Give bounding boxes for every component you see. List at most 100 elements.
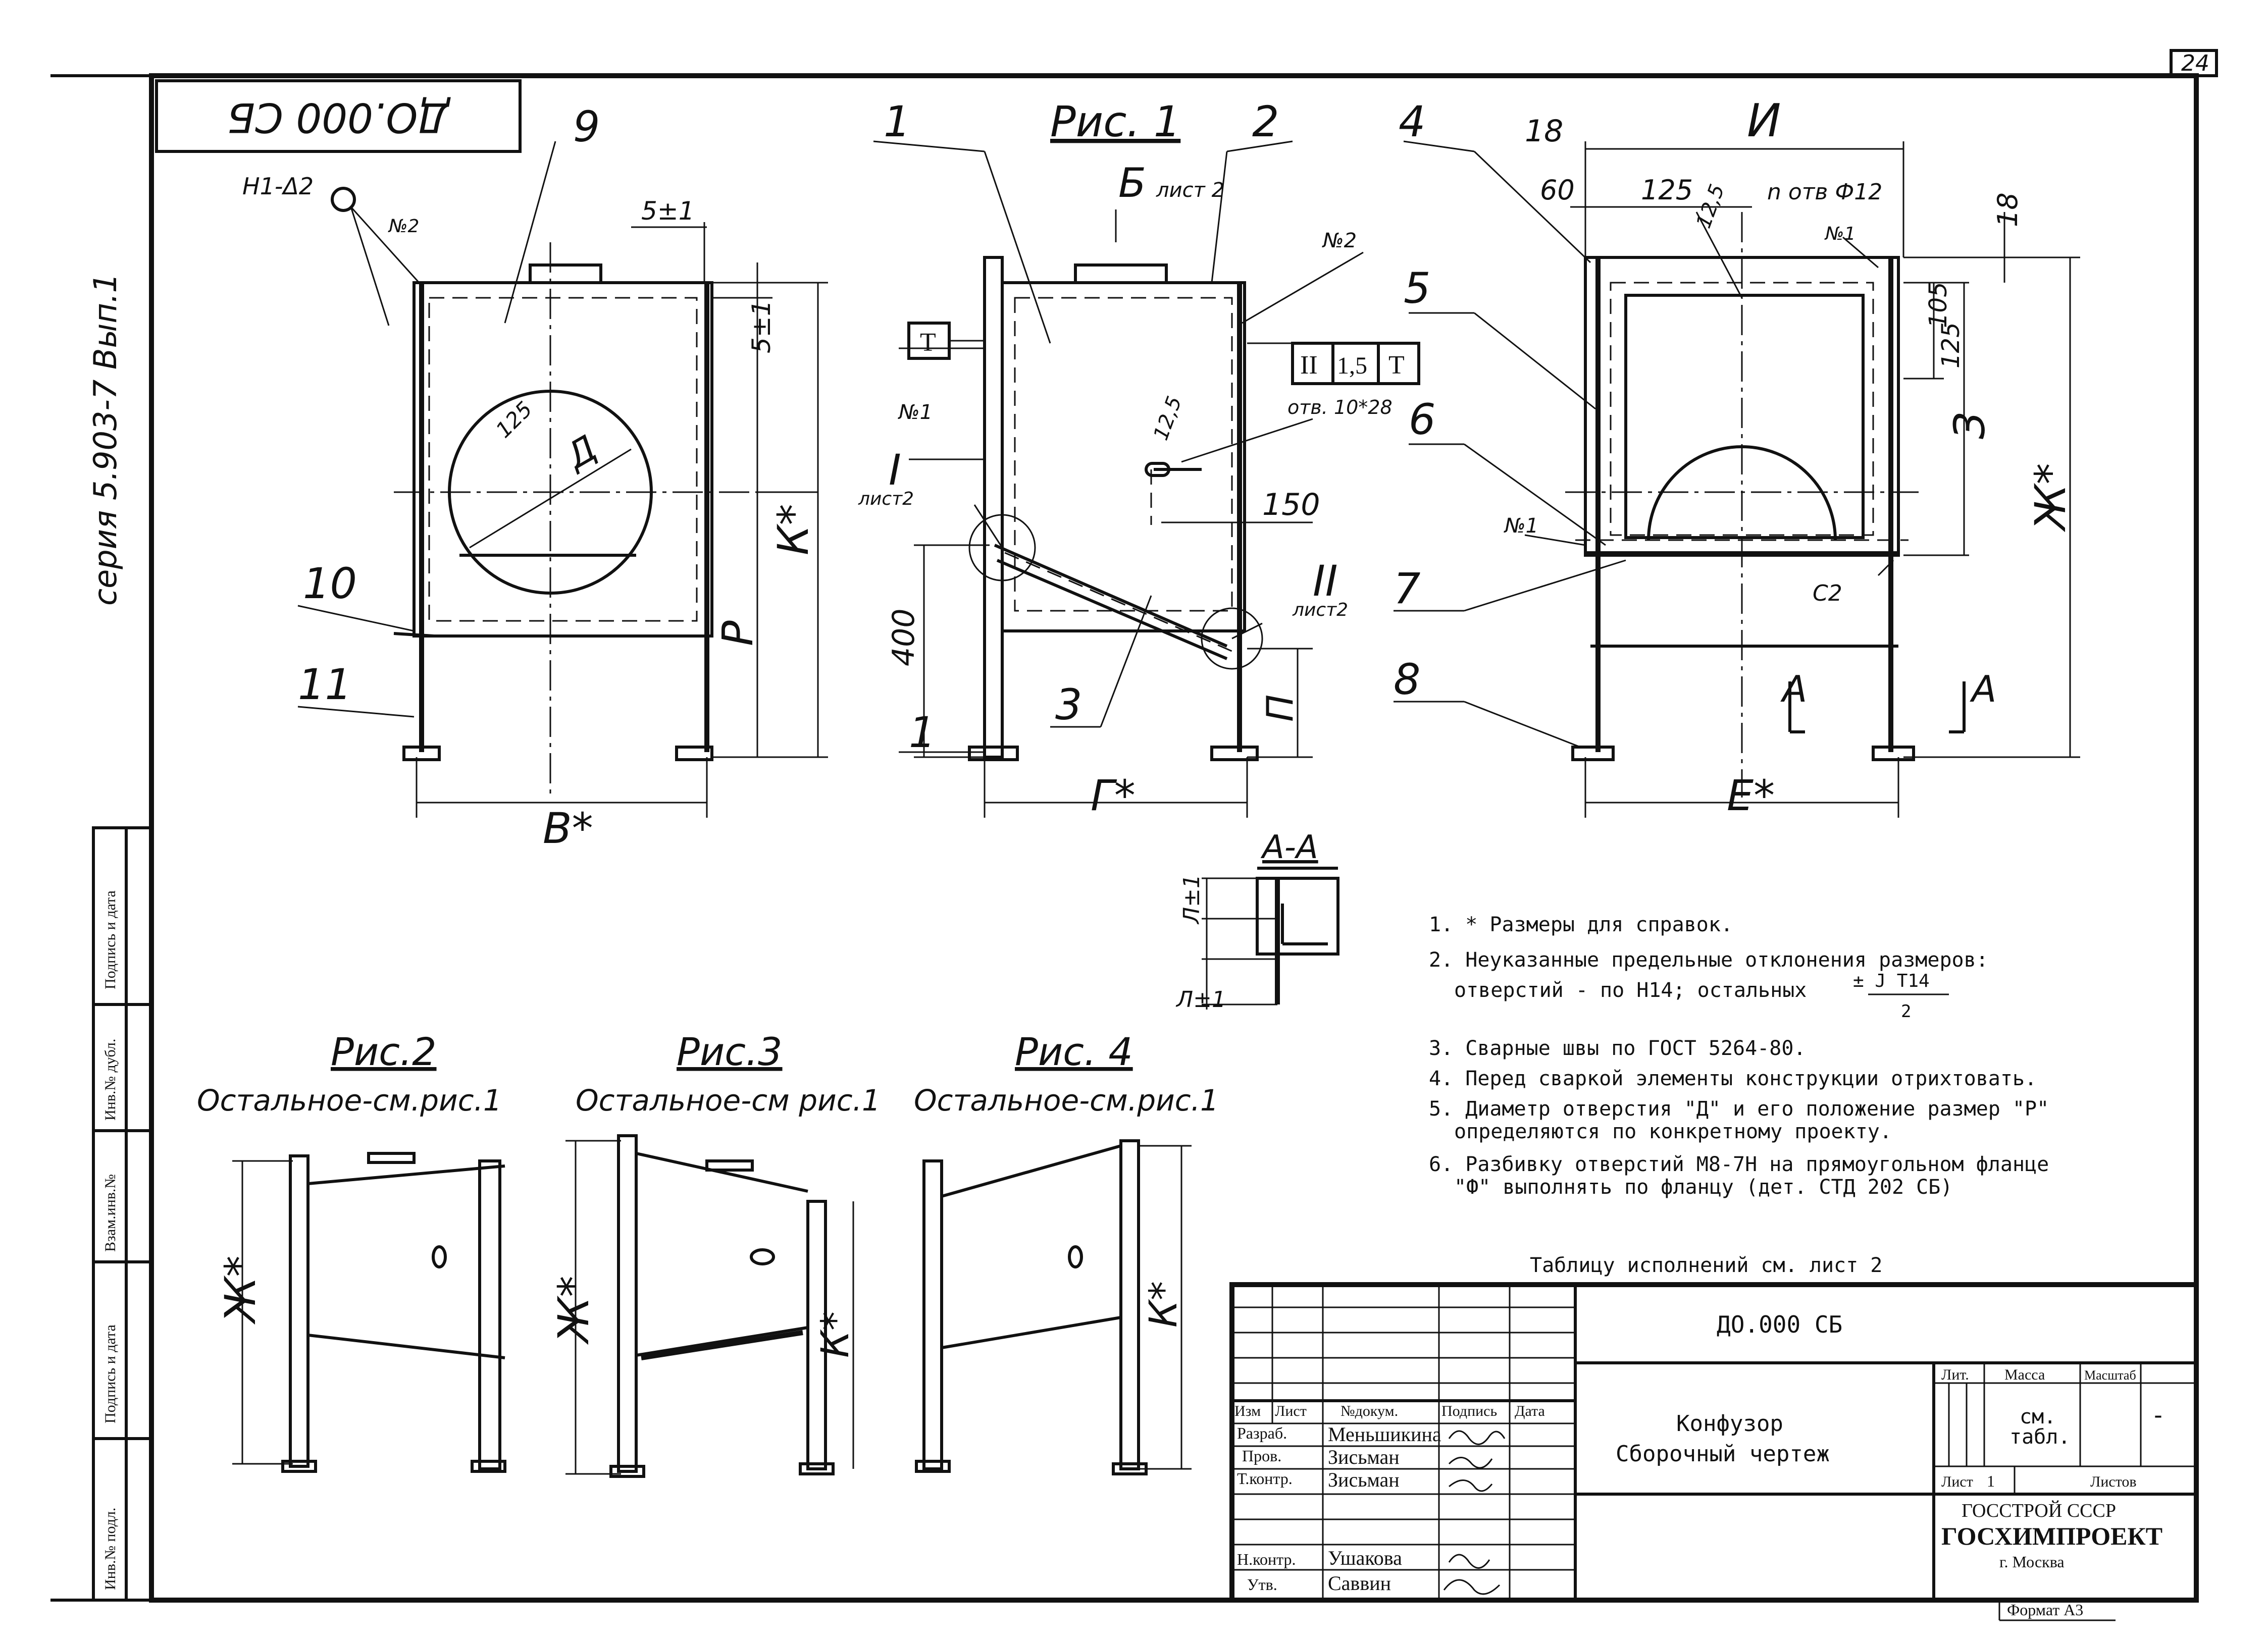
tb-scale-value: -: [2151, 1401, 2166, 1429]
dim-18a: 18: [1525, 114, 1563, 149]
tb-name-line2: Сборочный чертеж: [1616, 1441, 1830, 1467]
doc-code-stamp-text: ДО.000 СБ: [227, 94, 451, 141]
tb-header-sign: Подпись: [1441, 1403, 1497, 1419]
tb-header-list: Лист: [1275, 1403, 1307, 1419]
dim-v: В*: [543, 804, 593, 853]
note-2d: 2: [1901, 1001, 1911, 1022]
tb-name-razrab: Меньшикина: [1328, 1423, 1441, 1446]
note-5b: определяются по конкретному проекту.: [1454, 1120, 1892, 1143]
note-6b: "Ф" выполнять по фланцу (дет. СТД 202 СБ…: [1454, 1176, 1952, 1199]
strip-label-5: Инв.№ подл.: [102, 1508, 119, 1590]
tb-name-nkontr: Ушакова: [1328, 1547, 1402, 1569]
dim-r12-5-mid: 12,5: [1149, 393, 1187, 443]
dim-tol-5b: 5±1: [747, 300, 776, 353]
fig2-dim-zh: Ж*: [216, 1256, 265, 1325]
note-1: 1. * Размеры для справок.: [1429, 913, 1733, 936]
callout-4: 4: [1399, 97, 1425, 146]
tb-col-mass: Масса: [2004, 1366, 2045, 1383]
fig3-dim-k: К*: [812, 1311, 857, 1358]
strip-label-1: Подпись и дата: [102, 890, 119, 989]
dim-125-top: 125: [1641, 174, 1693, 206]
note-4: 4. Перед сваркой элементы конструкции от…: [1429, 1067, 2037, 1090]
dim-zh: Ж*: [2026, 463, 2075, 533]
tb-org2: ГОСХИМПРОЕКТ: [1941, 1522, 2162, 1550]
strip-label-2: Инв.№ дубл.: [102, 1039, 119, 1121]
dim-60: 60: [1540, 174, 1575, 206]
fig1-right-view: [1394, 140, 2080, 818]
weld-frame-b: 1,5: [1337, 352, 1367, 379]
section-a-a: [1202, 867, 1339, 1010]
tb-role-razrab: Разраб.: [1237, 1424, 1287, 1442]
tb-role-utv: Утв.: [1247, 1575, 1277, 1594]
notes-block: 1. * Размеры для справок. 2. Неуказанные…: [1429, 913, 2049, 1199]
fig1-left-view: [297, 141, 828, 818]
tb-sheets-label: Листов: [2090, 1473, 2137, 1490]
fig2-title: Рис.2: [331, 1029, 437, 1074]
weld-frame-box: [1291, 342, 1420, 385]
weld-frame-c: T: [1388, 351, 1405, 380]
tb-col-scale: Масштаб: [2084, 1368, 2136, 1383]
signature-scribbles: [1443, 1430, 1506, 1595]
fig2-note: Остальное-см.рис.1: [197, 1083, 502, 1118]
tb-header-doc: №докум.: [1341, 1403, 1398, 1419]
fig2-view: [232, 1152, 506, 1473]
callout-7: 7: [1394, 564, 1420, 613]
fig3-dim-zh: Ж*: [549, 1276, 598, 1345]
callout-6: 6: [1409, 395, 1435, 444]
callout-8: 8: [1394, 655, 1420, 704]
weld-box-t: [907, 322, 985, 360]
dim-p: П: [1259, 695, 1301, 722]
tb-name-line1: Конфузор: [1676, 1411, 1783, 1437]
fig4-dim-k: К*: [1141, 1281, 1185, 1328]
tb-name-utv: Саввин: [1328, 1572, 1391, 1595]
dim-18b: 18: [1992, 192, 2024, 227]
view-b-label: Б: [1118, 160, 1146, 206]
note-5a: 5. Диаметр отверстия "Д" и его положение…: [1429, 1097, 2049, 1121]
note-3: 3. Сварные швы по ГОСТ 5264-80.: [1429, 1037, 1806, 1060]
fig3-note: Остальное-см рис.1: [576, 1083, 881, 1118]
tb-sheet-no: 1: [1987, 1472, 1995, 1490]
weld-mark-n2-mid: №2: [1322, 229, 1357, 252]
dim-d150: 150: [1262, 487, 1320, 522]
dim-holes: n отв Ф12: [1767, 179, 1882, 205]
dim-105: 105: [1924, 282, 1952, 328]
ref-1-sheet: лист2: [858, 489, 914, 509]
dim-r125: 125: [491, 397, 537, 443]
dim-i: И: [1747, 94, 1781, 147]
weld-mark-n1-mid: №1: [898, 401, 933, 424]
weld-mark-c2: С2: [1813, 580, 1842, 606]
fig3-view: [565, 1134, 854, 1478]
callout-1: 1: [884, 97, 910, 146]
dim-tol-5a: 5±1: [641, 196, 695, 226]
tb-sheet-label: Лист: [1941, 1473, 1973, 1490]
tb-role-nkontr: Н.контр.: [1237, 1550, 1296, 1568]
tb-doc-code: ДО.000 СБ: [1717, 1311, 1842, 1338]
tb-header-date: Дата: [1515, 1403, 1545, 1419]
section-tol-2: Л±1: [1175, 987, 1226, 1013]
title-block: [1229, 1282, 2199, 1621]
section-mark-a-left: А: [1780, 668, 1807, 710]
strip-label-3: Взам.инв.№: [102, 1174, 119, 1252]
fig4-title: Рис. 4: [1015, 1029, 1133, 1074]
weld-box-t-text: T: [920, 328, 936, 357]
table-ref: Таблицу исполнений см. лист 2: [1530, 1254, 1882, 1277]
callout-9: 9: [573, 102, 600, 151]
callout-11: 11: [298, 660, 352, 709]
weld-frame-a: II: [1300, 351, 1318, 380]
section-title: А-А: [1260, 829, 1318, 866]
tb-city: г. Москва: [1999, 1553, 2065, 1571]
strip-label-4: Подпись и дата: [102, 1325, 119, 1423]
callout-1-bottom: 1: [909, 708, 936, 757]
series-label: серия 5.903-7 Вып.1: [87, 273, 124, 606]
note-2a: 2. Неуказанные предельные отклонения раз…: [1429, 948, 1988, 972]
dim-k-left: К*: [768, 504, 818, 555]
ref-1: I: [889, 445, 901, 495]
tb-role-tkontr: Т.контр.: [1237, 1469, 1293, 1488]
tb-name-prov: Зисьман: [1328, 1446, 1400, 1468]
tb-mass-value: см.: [2020, 1405, 2056, 1428]
note-6a: 6. Разбивку отверстий М8-7Н на прямоугол…: [1429, 1153, 2049, 1176]
weld-mark-n1-right: №1: [1824, 224, 1855, 244]
note-2b: отверстий - по Н14; остальных: [1454, 979, 1807, 1002]
